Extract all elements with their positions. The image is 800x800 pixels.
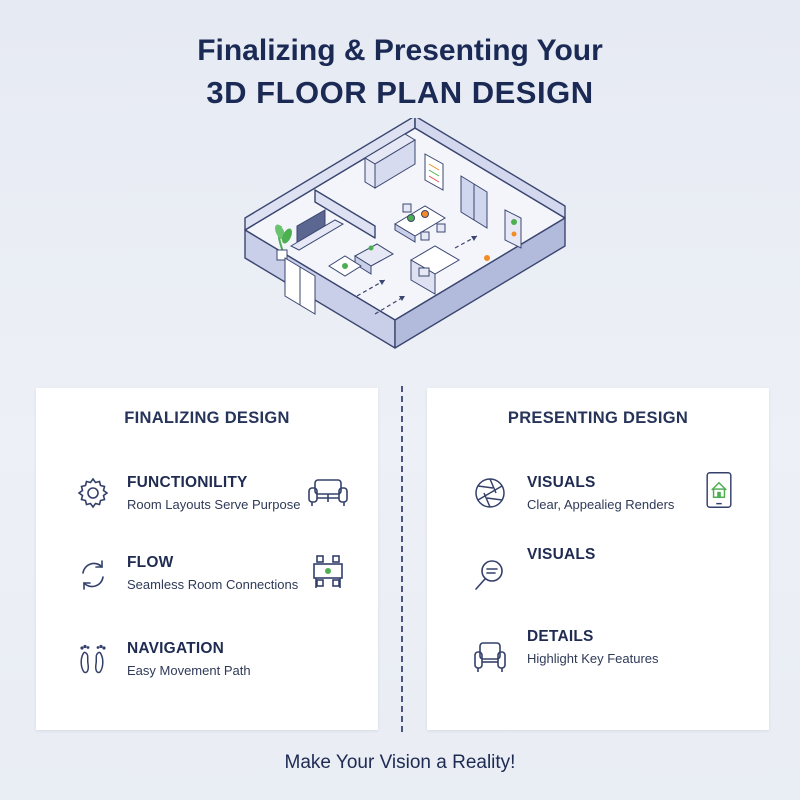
list-item-visuals: VISUALS Clear, Appealieg Renders: [427, 466, 769, 526]
page-title: Finalizing & Presenting Your 3D FLOOR PL…: [0, 30, 800, 114]
list-item-flow: FLOW Seamless Room Connections: [36, 546, 378, 606]
list-item-functionality: FUNCTIONILITY Room Layouts Serve Purpose: [36, 466, 378, 526]
gear-icon: [77, 477, 109, 509]
refresh-arrows-icon: [82, 560, 104, 590]
list-item-navigation: NAVIGATION Easy Movement Path: [36, 632, 378, 692]
footprints-icon: [80, 644, 106, 674]
isometric-floor-plan-illustration: [244, 118, 566, 349]
tagline: Make Your Vision a Reality!: [284, 752, 516, 773]
item-subtitle: Easy Movement Path: [127, 663, 251, 678]
item-heading: VISUALS: [527, 546, 596, 563]
presenting-design-panel: PRESENTING DESIGN VISUALS Clear, Appeali…: [427, 388, 769, 730]
item-heading: NAVIGATION: [127, 640, 225, 657]
item-subtitle: Highlight Key Features: [527, 651, 659, 666]
panel-title: PRESENTING DESIGN: [507, 409, 689, 427]
item-subtitle: Seamless Room Connections: [127, 577, 299, 592]
item-heading: DETAILS: [527, 628, 594, 645]
title-line-2: 3D FLOOR PLAN DESIGN: [206, 75, 594, 110]
magnifier-icon: [475, 560, 503, 590]
item-heading: FLOW: [127, 554, 174, 571]
panel-divider: [401, 386, 403, 732]
sofa-icon: [308, 479, 348, 506]
camera-aperture-icon: [475, 478, 505, 508]
item-heading: VISUALS: [527, 474, 596, 491]
list-item-visuals-2: VISUALS: [427, 546, 769, 606]
panel-title: FINALIZING DESIGN: [124, 409, 290, 427]
item-subtitle: Clear, Appealieg Renders: [527, 497, 675, 512]
tablet-house-icon: [706, 472, 732, 508]
item-heading: FUNCTIONILITY: [127, 474, 248, 491]
finalizing-design-panel: FINALIZING DESIGN FUNCTIONILITY Room Lay…: [36, 388, 378, 730]
armchair-icon: [474, 642, 506, 672]
dining-table-icon: [313, 555, 343, 588]
item-subtitle: Room Layouts Serve Purpose: [127, 497, 301, 512]
title-line-1: Finalizing & Presenting Your: [197, 34, 603, 67]
list-item-details: DETAILS Highlight Key Features: [427, 628, 769, 692]
